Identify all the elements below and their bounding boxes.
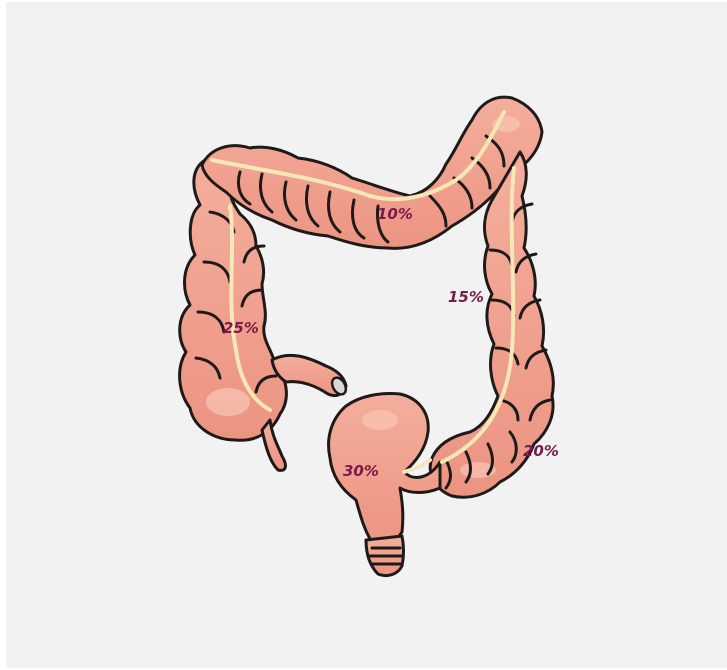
label-ascending: 25% (223, 320, 259, 336)
label-descending: 15% (448, 289, 484, 305)
appendix (262, 420, 285, 470)
label-transverse: 10% (377, 206, 413, 222)
label-rectosigmoid: 30% (343, 463, 379, 479)
label-sigmoid-bend: 20% (523, 443, 559, 459)
